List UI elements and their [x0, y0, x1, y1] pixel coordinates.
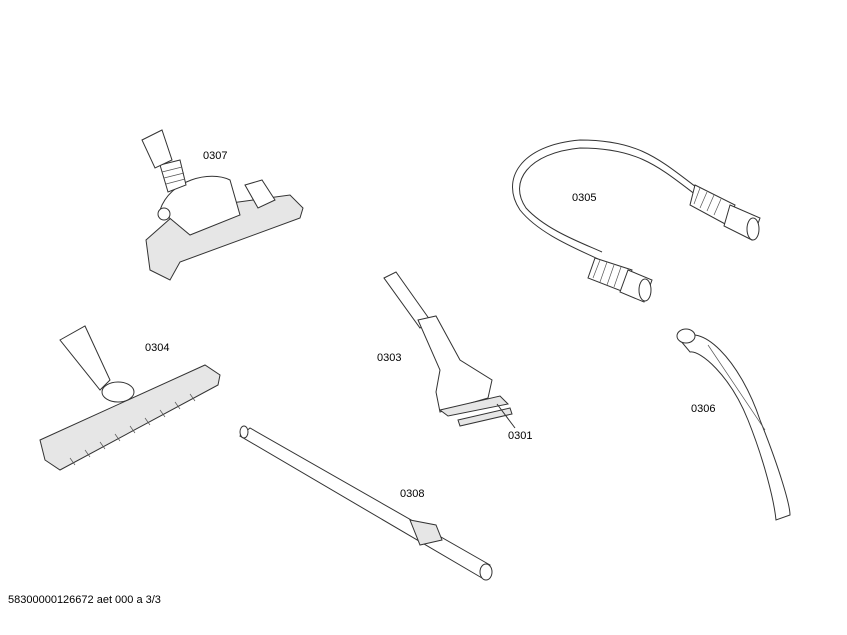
part-label-0306: 0306 — [691, 403, 716, 415]
part-0308-drawing — [239, 425, 493, 581]
part-label-0308: 0308 — [400, 488, 425, 500]
part-label-0307: 0307 — [203, 150, 228, 162]
part-0303-drawing — [383, 271, 516, 429]
part-0305-drawing — [512, 139, 761, 303]
part-label-0305: 0305 — [572, 192, 597, 204]
part-0306-drawing — [676, 328, 791, 521]
part-0304-drawing — [39, 325, 221, 471]
part-label-0301: 0301 — [508, 430, 533, 442]
part-0307-drawing — [141, 129, 304, 281]
part-label-0304: 0304 — [145, 342, 170, 354]
document-footer: 58300000126672 aet 000 a 3/3 — [8, 594, 161, 606]
part-label-0303: 0303 — [377, 352, 402, 364]
